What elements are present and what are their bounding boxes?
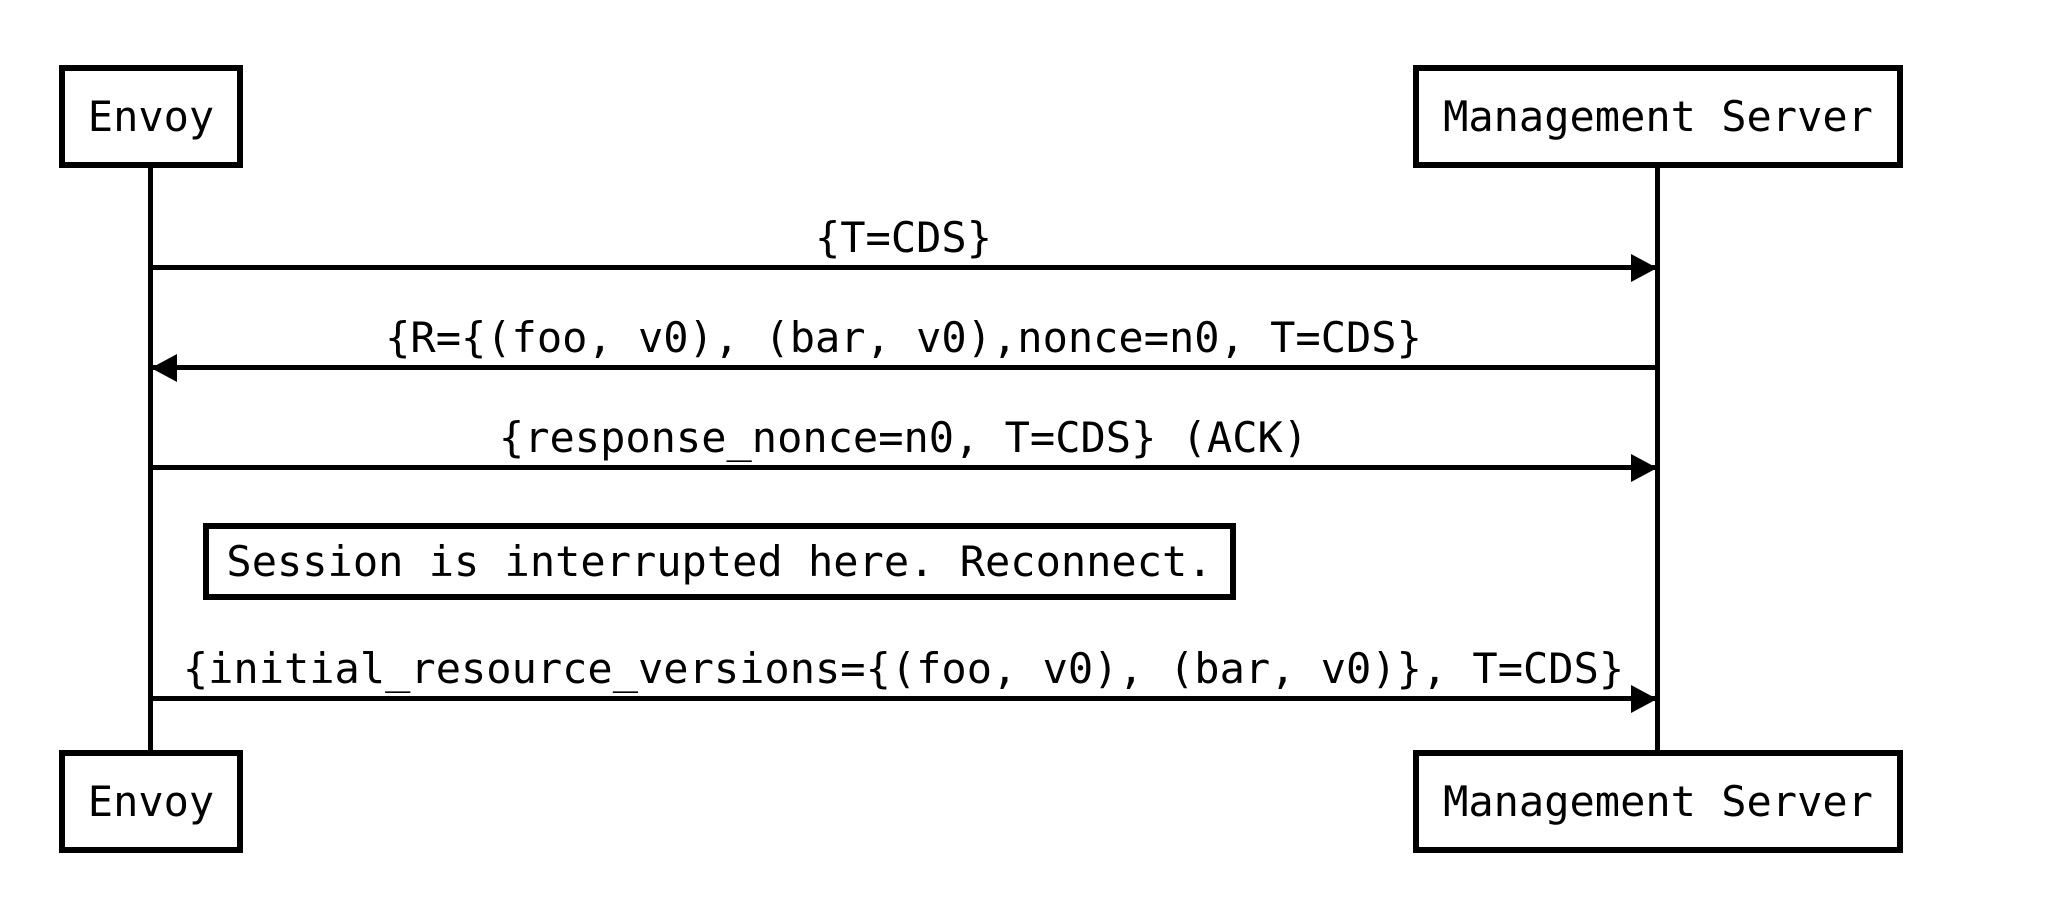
arrowhead-left-icon (151, 354, 177, 382)
participant-label-envoy-bottom: Envoy (87, 777, 215, 826)
participant-box-management-server-bottom: Management Server (1413, 750, 1903, 853)
lifeline-management-server (1655, 168, 1660, 750)
message-label-3: {response_nonce=n0, T=CDS} (ACK) (498, 413, 1309, 462)
participant-label-envoy-top: Envoy (87, 92, 215, 141)
message-line-2 (150, 365, 1657, 370)
note-box: Session is interrupted here. Reconnect. (203, 523, 1236, 600)
arrowhead-right-icon (1631, 685, 1657, 713)
participant-box-management-server-top: Management Server (1413, 65, 1903, 168)
lifeline-envoy (148, 168, 153, 750)
participant-box-envoy-top: Envoy (59, 65, 243, 168)
message-label-1: {T=CDS} (814, 213, 992, 262)
message-label-2: {R={(foo, v0), (bar, v0),nonce=n0, T=CDS… (385, 313, 1422, 362)
participant-box-envoy-bottom: Envoy (59, 750, 243, 853)
message-line-3 (150, 465, 1657, 470)
message-line-1 (150, 265, 1657, 270)
participant-label-management-server-bottom: Management Server (1443, 777, 1873, 826)
participant-label-management-server-top: Management Server (1443, 92, 1873, 141)
message-line-4 (150, 696, 1657, 701)
note-label: Session is interrupted here. Reconnect. (226, 537, 1213, 586)
message-label-4: {initial_resource_versions={(foo, v0), (… (182, 644, 1625, 693)
arrowhead-right-icon (1631, 254, 1657, 282)
arrowhead-right-icon (1631, 454, 1657, 482)
